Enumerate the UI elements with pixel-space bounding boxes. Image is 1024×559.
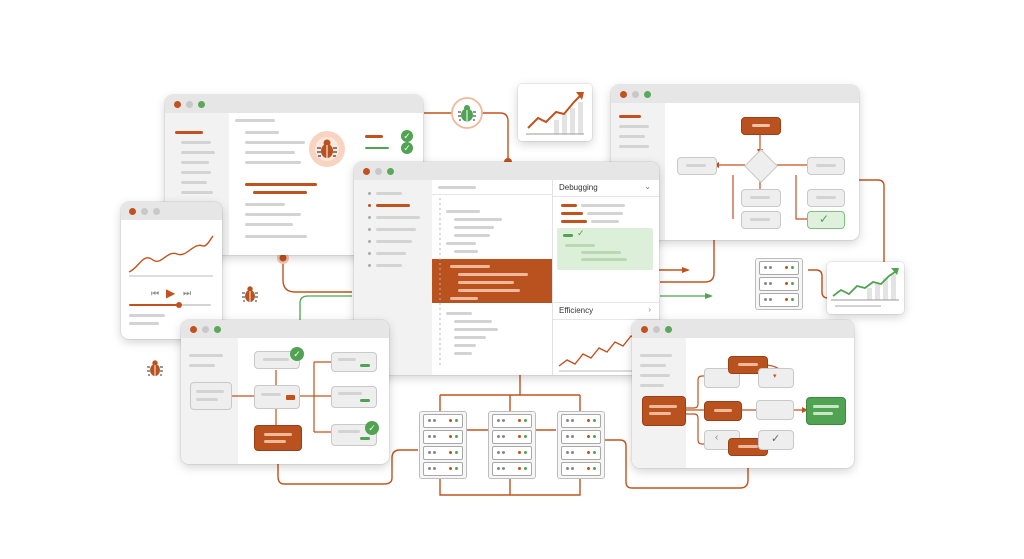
flow-node[interactable] <box>254 385 300 409</box>
flow-node-success[interactable]: ✓ <box>807 211 845 229</box>
flow-node[interactable] <box>807 157 845 175</box>
minimize-dot[interactable] <box>653 326 660 333</box>
check-icon: ✓ <box>819 212 830 226</box>
flow-node[interactable]: ✓ <box>758 430 794 450</box>
progress-bar[interactable] <box>129 304 179 306</box>
check-icon: ✓ <box>365 421 379 435</box>
flow-node[interactable] <box>807 189 845 207</box>
arrow-left-icon: ‹ <box>715 432 719 443</box>
play-icon[interactable]: ▶ <box>166 286 176 300</box>
flow-node[interactable] <box>756 400 794 420</box>
workflow-window-bottom-left: ✓ ✓ <box>181 320 389 464</box>
flow-node-highlight[interactable] <box>704 401 742 421</box>
highlighted-code-block[interactable] <box>432 259 552 303</box>
code-editor[interactable] <box>432 180 552 375</box>
flow-node[interactable] <box>331 352 377 372</box>
close-dot[interactable] <box>174 101 181 108</box>
title-bar <box>181 320 389 338</box>
efficiency-panel-header[interactable]: Efficiency › <box>553 302 659 320</box>
pipeline-output-node[interactable] <box>806 397 846 425</box>
debugging-title: Debugging <box>559 183 598 192</box>
maximize-dot[interactable] <box>214 326 221 333</box>
next-icon[interactable]: ⏭ <box>183 288 192 298</box>
maximize-dot[interactable] <box>665 326 672 333</box>
pipeline-source-node[interactable] <box>642 396 686 426</box>
inspector-panel: Debugging ⌄ ✓ Efficiency › <box>552 180 659 375</box>
flow-node[interactable]: ▾ <box>758 368 794 388</box>
close-dot[interactable] <box>620 91 627 98</box>
trend-chart-card <box>518 84 592 141</box>
minimize-dot[interactable] <box>186 101 193 108</box>
minimize-dot[interactable] <box>141 208 148 215</box>
server-rack-icon <box>557 411 605 479</box>
flow-node[interactable] <box>254 351 300 369</box>
main-debugger-window: Debugging ⌄ ✓ Efficiency › <box>354 162 659 375</box>
title-bar <box>165 95 423 113</box>
caret-icon: ▾ <box>773 373 777 380</box>
active-file-item[interactable] <box>376 204 410 207</box>
server-rack-icon <box>419 411 467 479</box>
flow-node[interactable] <box>677 157 717 175</box>
close-dot[interactable] <box>363 168 370 175</box>
trend-chart <box>526 92 584 135</box>
title-bar <box>632 320 854 338</box>
server-rack-icon <box>488 411 536 479</box>
bug-icon <box>144 357 166 384</box>
media-player-window: ⏮ ▶ ⏭ <box>121 202 222 339</box>
chevron-down-icon[interactable]: ⌄ <box>644 182 651 191</box>
close-dot[interactable] <box>641 326 648 333</box>
maximize-dot[interactable] <box>387 168 394 175</box>
check-icon: ✓ <box>290 347 304 361</box>
maximize-dot[interactable] <box>153 208 160 215</box>
growth-chart <box>831 268 899 307</box>
previous-icon[interactable]: ⏮ <box>151 288 160 298</box>
debug-result-box[interactable]: ✓ <box>557 228 653 270</box>
flow-node[interactable] <box>741 189 781 207</box>
pipeline-window-bottom-right: ▾ ‹ ✓ <box>632 320 854 468</box>
growth-chart-card <box>827 262 904 314</box>
check-icon: ✓ <box>771 433 781 445</box>
minimize-dot[interactable] <box>202 326 209 333</box>
close-dot[interactable] <box>190 326 197 333</box>
flow-start-node[interactable] <box>741 117 781 135</box>
minimize-dot[interactable] <box>375 168 382 175</box>
title-bar <box>611 85 859 103</box>
close-dot[interactable] <box>129 208 136 215</box>
flow-node[interactable] <box>331 386 377 408</box>
flow-node[interactable] <box>741 211 781 229</box>
minimize-dot[interactable] <box>632 91 639 98</box>
progress-handle[interactable] <box>176 302 182 308</box>
flow-node[interactable] <box>190 382 232 410</box>
efficiency-title: Efficiency <box>559 306 594 315</box>
title-bar <box>354 162 659 180</box>
title-bar <box>121 202 222 220</box>
maximize-dot[interactable] <box>198 101 205 108</box>
check-icon: ✓ <box>401 130 413 142</box>
waveform-chart <box>128 235 214 277</box>
flow-node-highlight[interactable] <box>254 425 302 451</box>
check-icon: ✓ <box>577 228 585 238</box>
chevron-right-icon[interactable]: › <box>648 305 651 314</box>
check-icon: ✓ <box>401 142 413 154</box>
bug-icon <box>451 97 483 134</box>
server-rack-icon <box>755 258 803 310</box>
bug-icon <box>308 130 346 173</box>
maximize-dot[interactable] <box>644 91 651 98</box>
bug-icon <box>239 283 261 310</box>
debugging-panel-header[interactable]: Debugging ⌄ <box>553 180 659 197</box>
